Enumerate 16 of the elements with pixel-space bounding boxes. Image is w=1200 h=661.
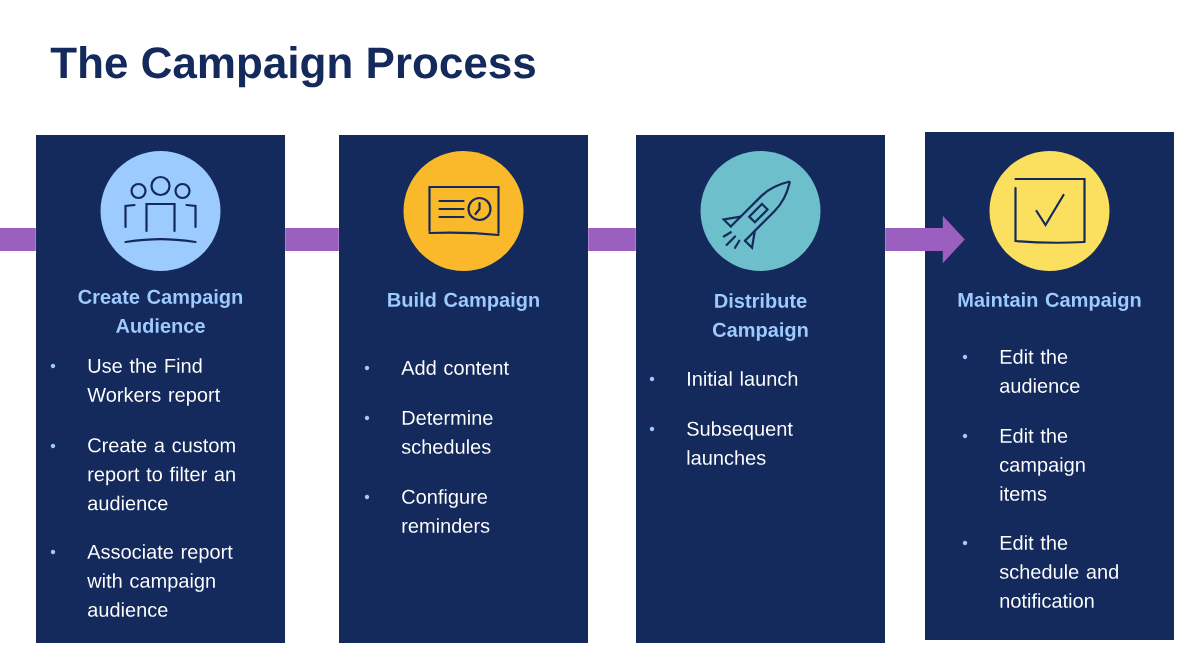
bullet-text: Edit the campaign items: [1000, 428, 1085, 501]
bullet-text: Associate report with campaign audience: [87, 544, 233, 617]
step-heading: Build Campaign: [388, 292, 539, 311]
bullet-text: Use the Find Workers report: [87, 358, 221, 406]
bullet-text: Edit the schedule and notification: [999, 535, 1118, 608]
bullet-text: Edit the audience: [1000, 349, 1080, 393]
bullet-text: Initial launch: [688, 371, 798, 386]
step-heading: Maintain Campaign: [958, 292, 1141, 311]
step-heading: Distribute Campaign: [713, 293, 808, 341]
bullet-text: Add content: [401, 360, 509, 375]
bullet-text: Create a custom report to filter an audience: [88, 438, 235, 511]
bullet-text: Configure reminders: [402, 489, 490, 533]
title: The Campaign Process: [50, 46, 535, 88]
bullet-text: Determine schedules: [401, 410, 493, 454]
bullet-text: Subsequent launches: [687, 421, 793, 465]
step-heading: Create Campaign Audience: [78, 289, 243, 333]
